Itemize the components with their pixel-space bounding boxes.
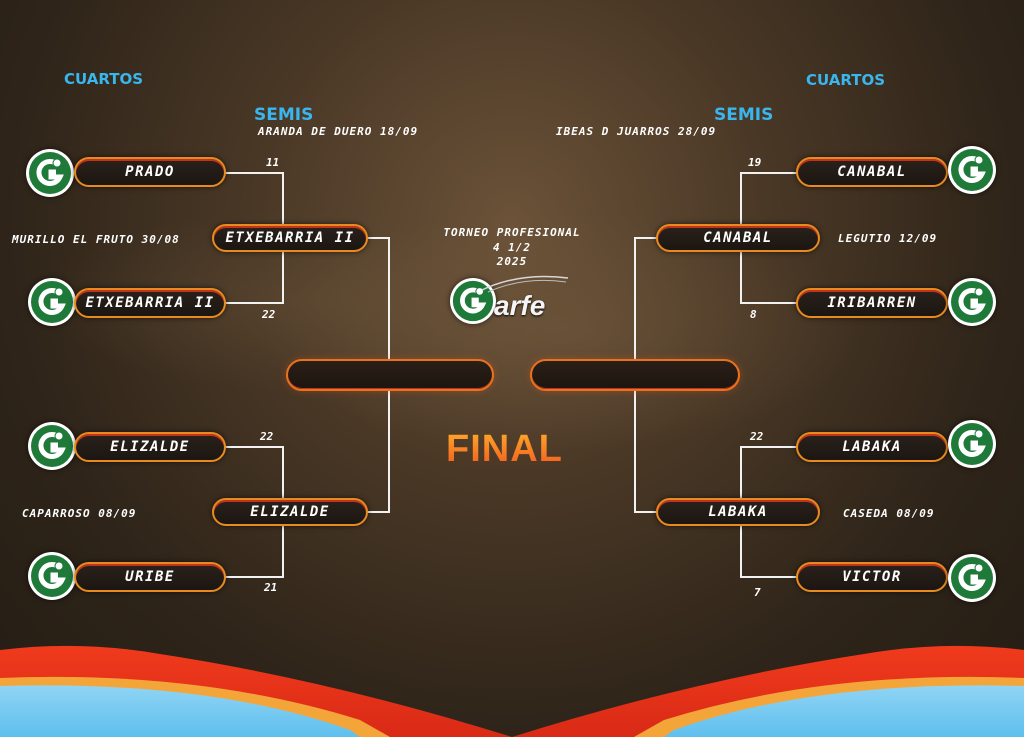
player-name: LABAKA <box>842 439 902 455</box>
team-logo-icon <box>948 146 996 194</box>
team-logo-icon <box>28 552 76 600</box>
player-name: ETXEBARRIA II <box>85 295 215 311</box>
team-logo-icon <box>26 149 74 197</box>
semi-right-2-box: LABAKA <box>656 498 820 526</box>
final-right-box <box>530 359 740 391</box>
qf-right-1-score: 19 <box>748 156 762 169</box>
qf-left-4-box: URIBE <box>74 562 226 592</box>
qf-right-4-box: VICTOR <box>796 562 948 592</box>
bracket-line <box>224 576 284 578</box>
qf-right-4-score: 7 <box>754 586 761 599</box>
qf-right-3-box: LABAKA <box>796 432 948 462</box>
player-name: LABAKA <box>708 504 768 520</box>
player-name: ELIZALDE <box>110 439 190 455</box>
tournament-category: 4 1/2 <box>492 241 532 254</box>
team-logo-icon <box>948 420 996 468</box>
qf-right-3-score: 22 <box>750 430 764 443</box>
qf-right-1-box: CANABAL <box>796 157 948 187</box>
final-left-box <box>286 359 494 391</box>
footer-wave-graphic <box>0 645 1024 737</box>
tournament-name: TORNEO PROFESIONAL <box>443 226 581 239</box>
player-name: CANABAL <box>703 230 773 246</box>
bracket-line <box>634 237 658 239</box>
garfe-logo-icon <box>450 278 496 324</box>
team-logo-icon <box>28 422 76 470</box>
qf-left-2-box: ETXEBARRIA II <box>74 288 226 318</box>
venue-semis-right: IBEAS D JUARROS 28/09 <box>556 125 717 138</box>
semi-left-1-box: ETXEBARRIA II <box>212 224 368 252</box>
qf-left-3-score: 22 <box>260 430 274 443</box>
player-name: ELIZALDE <box>250 504 330 520</box>
bracket-line <box>740 302 798 304</box>
bracket-line <box>634 511 658 513</box>
player-name: PRADO <box>125 164 175 180</box>
venue-qf-right-top: LEGUTIO 12/09 <box>838 232 938 245</box>
swoosh-icon <box>481 275 569 293</box>
venue-qf-right-bottom: CASEDA 08/09 <box>843 507 935 520</box>
player-name: CANABAL <box>837 164 907 180</box>
qf-right-2-score: 8 <box>750 308 757 321</box>
garfe-brand-text: arfe <box>494 290 546 321</box>
bracket-line <box>224 172 284 174</box>
final-title: FINAL <box>446 428 563 470</box>
bracket-line <box>740 576 798 578</box>
venue-semis-left: ARANDA DE DUERO 18/09 <box>258 125 419 138</box>
player-name: ETXEBARRIA II <box>225 230 355 246</box>
player-name: IRIBARREN <box>827 295 917 311</box>
quarters-label-right: CUARTOS <box>806 71 885 89</box>
venue-qf-left-bottom: CAPARROSO 08/09 <box>22 507 137 520</box>
team-logo-icon <box>948 554 996 602</box>
bracket-line <box>366 511 390 513</box>
team-logo-icon <box>948 278 996 326</box>
qf-left-3-box: ELIZALDE <box>74 432 226 462</box>
qf-left-4-score: 21 <box>264 581 278 594</box>
bracket-line <box>740 172 798 174</box>
semis-label-left: SEMIS <box>254 105 314 125</box>
player-name: VICTOR <box>842 569 902 585</box>
player-name: URIBE <box>125 569 175 585</box>
qf-right-2-box: IRIBARREN <box>796 288 948 318</box>
semi-left-2-box: ELIZALDE <box>212 498 368 526</box>
bracket-line <box>224 302 284 304</box>
qf-left-1-score: 11 <box>266 156 280 169</box>
team-logo-icon <box>28 278 76 326</box>
semis-label-right: SEMIS <box>714 105 774 125</box>
semi-right-1-box: CANABAL <box>656 224 820 252</box>
bracket-line <box>740 446 798 448</box>
tournament-year: 2025 <box>496 255 528 268</box>
venue-qf-left-top: MURILLO EL FRUTO 30/08 <box>12 233 180 246</box>
qf-left-2-score: 22 <box>262 308 276 321</box>
quarters-label-left: CUARTOS <box>64 70 143 88</box>
bracket-line <box>366 237 390 239</box>
qf-left-1-box: PRADO <box>74 157 226 187</box>
bracket-line <box>224 446 284 448</box>
footer-decoration <box>0 640 1024 737</box>
